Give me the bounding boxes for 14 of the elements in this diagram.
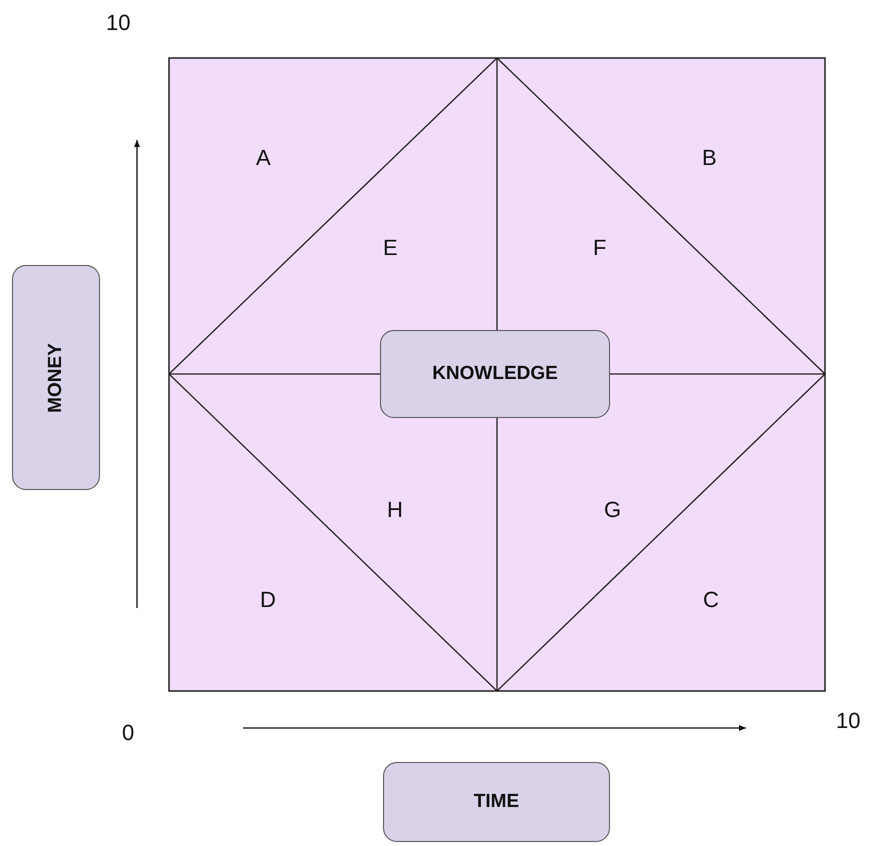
region-letter: H bbox=[387, 499, 403, 521]
region-letter: C bbox=[703, 589, 719, 611]
axis-tick-label: 0 bbox=[122, 722, 134, 744]
region-letter: E bbox=[383, 237, 398, 259]
axis-tick-label: 10 bbox=[836, 710, 860, 732]
axis-title-box: MONEY bbox=[12, 265, 100, 490]
region-letter: F bbox=[593, 237, 606, 259]
axis-tick-label: 10 bbox=[106, 12, 130, 34]
axis-title-box: TIME bbox=[383, 762, 610, 842]
region-letter: D bbox=[260, 589, 276, 611]
region-letter: G bbox=[604, 499, 622, 521]
region-letter: A bbox=[256, 147, 271, 169]
region-letter: B bbox=[702, 147, 717, 169]
center-label-box: KNOWLEDGE bbox=[380, 330, 610, 418]
